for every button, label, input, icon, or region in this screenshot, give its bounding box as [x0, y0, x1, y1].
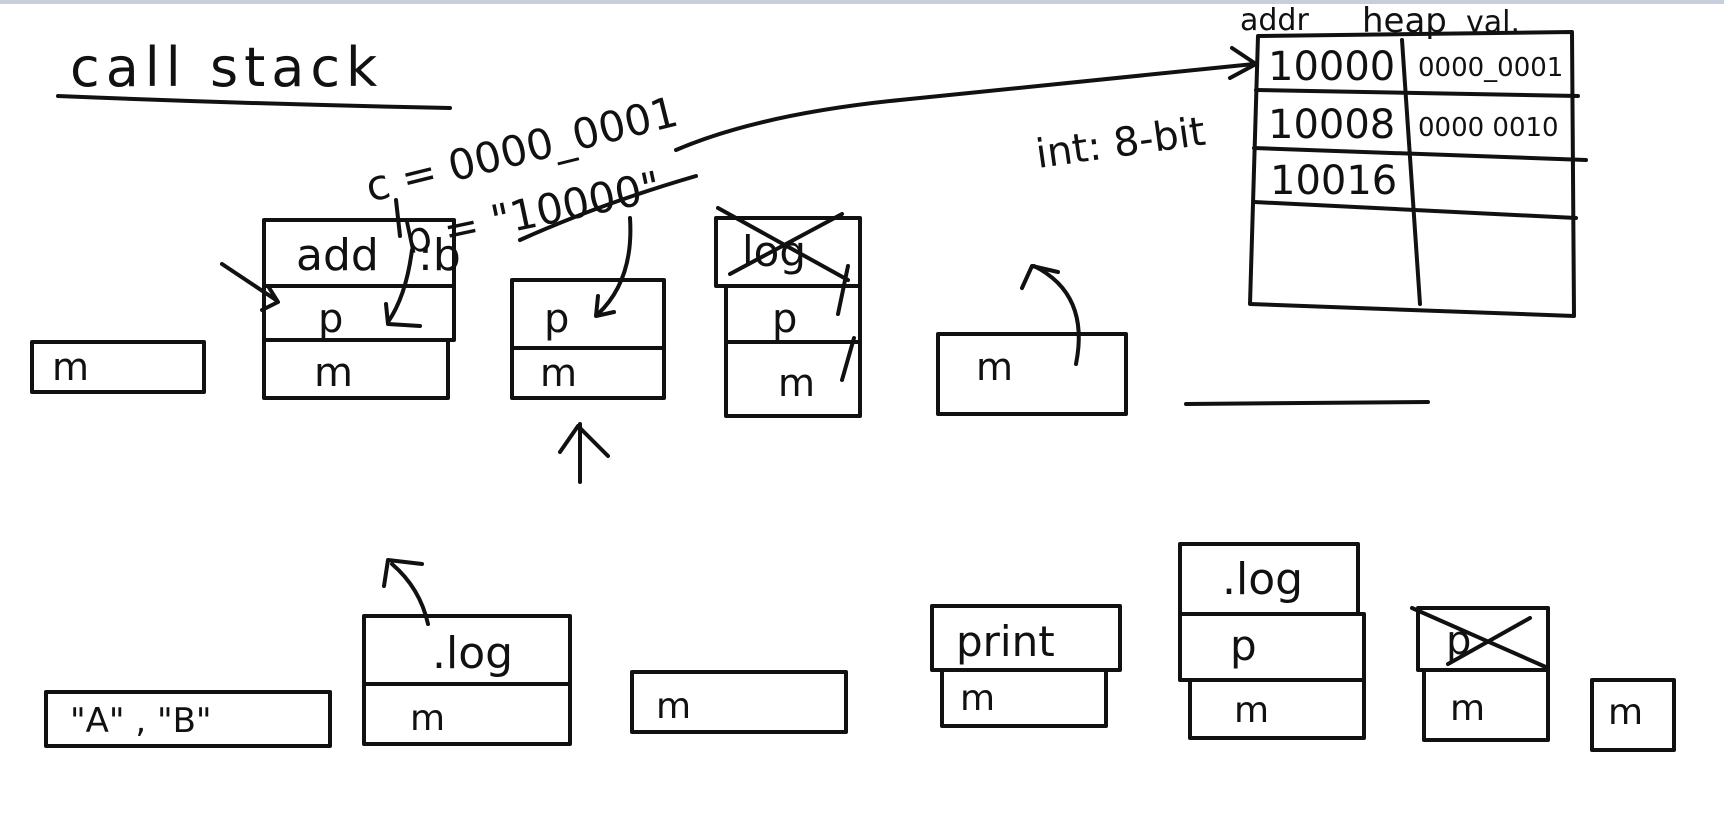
frame-box [262, 284, 456, 342]
heap-border [1248, 30, 1576, 318]
return-arrow [596, 216, 633, 316]
bottom-stack-5: .log p m [1178, 542, 1366, 740]
return-arrowhead [382, 558, 424, 588]
bottom-stack-7: m [1590, 678, 1676, 752]
frame-box [1590, 678, 1676, 752]
title-underline [56, 94, 452, 110]
frame-label: m [1234, 690, 1269, 731]
title: call stack [70, 36, 383, 99]
heap-addr-1: 10000 [1268, 44, 1395, 90]
top-stack-4: log p m [714, 206, 862, 418]
up-arrowhead [558, 424, 610, 458]
frame-box [724, 340, 862, 418]
b-underline [518, 174, 698, 242]
frame-label: add [296, 230, 379, 281]
frame-label: "A" , "B" [70, 701, 212, 741]
frame-label-b: :b [418, 230, 461, 281]
frame-box [940, 668, 1108, 728]
empty-stack-line [1184, 400, 1430, 406]
top-stack-3: p m [510, 216, 666, 484]
frame-box [630, 670, 848, 734]
return-arrowhead [384, 302, 422, 328]
return-arrowhead [1020, 264, 1060, 290]
bottom-stack-4: print m [930, 604, 1122, 728]
top-stack-1: m [30, 340, 206, 394]
heap-val-1: 0000_0001 [1418, 53, 1563, 83]
frame-label: m [1450, 688, 1485, 729]
c-arrow [394, 198, 402, 238]
heap-row-line-3 [1252, 200, 1578, 220]
frame-box [510, 278, 666, 350]
heap-table: addr heap val. 10000 0000_0001 10008 000… [1240, 4, 1588, 318]
frame-box [1422, 668, 1550, 742]
cross-out [716, 206, 850, 282]
frame-label: m [52, 345, 89, 389]
heap-row-line-1 [1254, 88, 1580, 98]
frame-label: p [544, 296, 569, 342]
frame-label: m [778, 361, 815, 405]
return-arrowhead [594, 294, 616, 318]
frame-label: m [1608, 692, 1643, 733]
frame-label: .log [1222, 554, 1303, 605]
heap-addr-3: 10016 [1270, 158, 1397, 204]
frame-label: m [540, 351, 577, 395]
pop-arrow-2 [840, 336, 856, 382]
frame-label: m [314, 350, 353, 396]
frame-label: m [656, 686, 691, 727]
frame-box [1178, 612, 1366, 682]
frame-label: m [960, 678, 995, 719]
heap-col-divider [1400, 38, 1422, 306]
top-stack-2: add :b p m [220, 198, 461, 400]
heap-val-2: 0000 0010 [1418, 113, 1559, 143]
frame-box [936, 332, 1128, 416]
heap-row-line-2 [1252, 146, 1588, 162]
return-arrow [386, 248, 414, 324]
frame-box [262, 338, 450, 400]
bottom-stack-6: p m [1410, 606, 1550, 742]
frame-label: p [318, 296, 343, 342]
frame-box [510, 346, 666, 400]
frame-label: print [956, 617, 1055, 666]
pointer-arrow [674, 62, 1256, 152]
frame-label: p [1230, 621, 1257, 670]
bottom-stack-2: .log m [362, 558, 572, 746]
frame-box [44, 690, 332, 748]
frame-label: m [410, 698, 445, 739]
bottom-stack-3: m [630, 670, 848, 734]
bottom-stack-1: "A" , "B" [44, 690, 332, 748]
call-arrow [220, 262, 278, 302]
heap-addr-2: 10008 [1268, 102, 1395, 148]
return-arrow [390, 562, 430, 626]
return-arrow [1032, 264, 1081, 366]
frame-label: m [976, 345, 1013, 389]
pop-arrow-1 [836, 264, 850, 316]
heap-header-addr: addr [1240, 4, 1309, 38]
frame-box [30, 340, 206, 394]
frame-box [1188, 678, 1366, 740]
frame-label: .log [432, 628, 513, 679]
call-arrowhead [260, 284, 280, 312]
cross-out [1410, 606, 1550, 670]
int-size-note: int: 8-bit [1033, 109, 1208, 178]
frame-box [362, 682, 572, 746]
frame-label: p [772, 296, 797, 342]
top-stack-5: m [936, 264, 1128, 416]
pointer-arrowhead [1228, 46, 1258, 80]
call-stack-diagram: call stack c = 0000_0001 b = "10000" int… [30, 4, 1676, 752]
